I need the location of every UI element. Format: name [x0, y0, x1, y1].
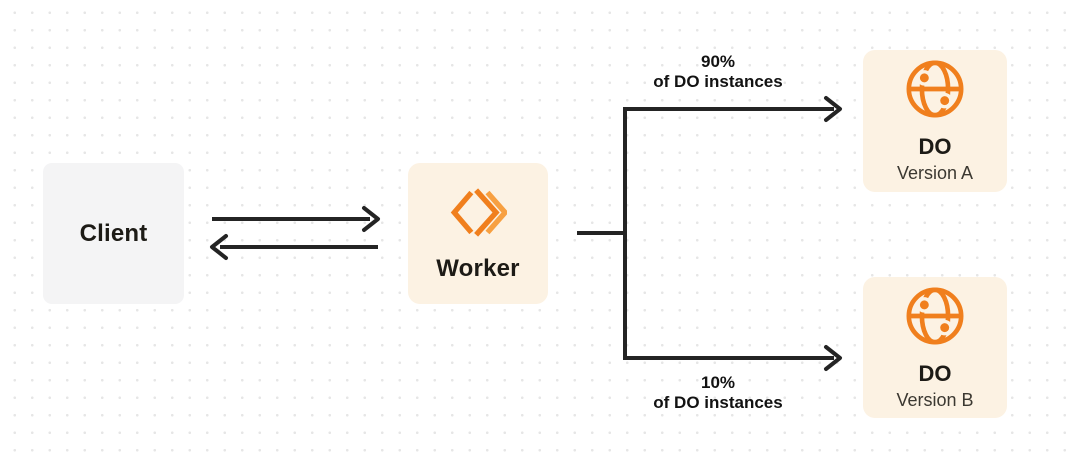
arrow-to-version-b-head — [824, 345, 842, 371]
globe-icon — [904, 58, 966, 120]
worker-node: Worker — [408, 163, 548, 304]
workers-logo-icon — [449, 184, 507, 241]
branch-connector — [623, 107, 834, 360]
traffic-split-bottom-caption: of DO instances — [653, 393, 783, 412]
do-b-title: DO — [918, 360, 952, 386]
traffic-split-bottom-percent: 10% — [700, 373, 736, 392]
worker-label: Worker — [436, 255, 520, 282]
do-b-subtitle: Version B — [896, 389, 974, 410]
globe-icon — [904, 285, 966, 347]
do-a-subtitle: Version A — [896, 163, 974, 183]
client-label: Client — [79, 219, 148, 247]
traffic-split-label-bottom: 10% of DO instances — [608, 373, 828, 413]
traffic-split-top-percent: 90% — [700, 52, 736, 71]
arrow-worker-to-client-head — [210, 234, 228, 260]
do-version-b-node: DO Version B — [863, 277, 1007, 418]
traffic-split-top-caption: of DO instances — [653, 72, 783, 91]
do-a-title: DO — [918, 134, 952, 159]
arrow-to-version-a-head — [824, 96, 842, 122]
traffic-split-label-top: 90% of DO instances — [608, 52, 828, 92]
do-version-a-node: DO Version A — [863, 50, 1007, 192]
arrow-client-to-worker-head — [362, 206, 380, 232]
client-node: Client — [43, 163, 184, 304]
